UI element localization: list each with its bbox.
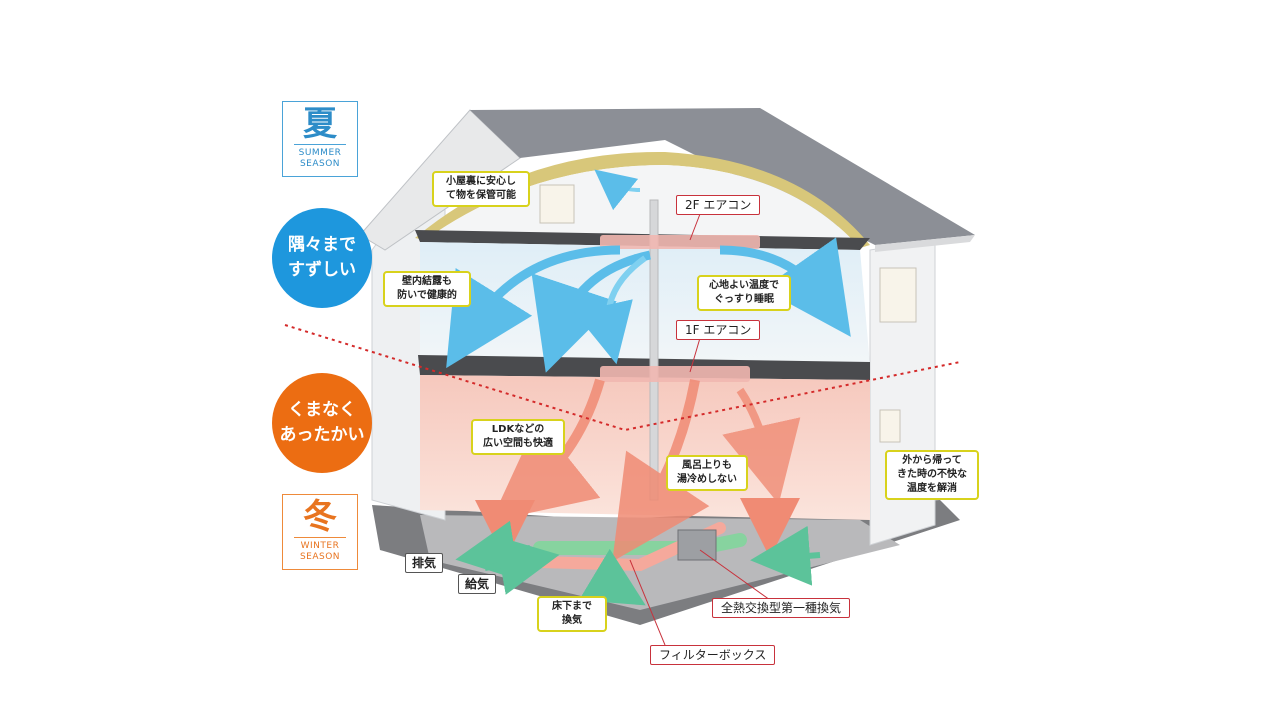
- callout-ldk-line1: LDKなどの: [491, 424, 545, 435]
- leader-filter: [629, 559, 666, 646]
- callout-bath-line2: 湯冷めしない: [677, 474, 737, 485]
- summer-badge: 隅々まで すずしい: [272, 208, 372, 308]
- ventilation-unit: [677, 529, 717, 561]
- right-window-upper: [879, 267, 917, 323]
- callout-wall-line1: 壁内結露も: [402, 276, 452, 287]
- cool-arrow-center: [531, 250, 651, 373]
- summer-kanji: 夏: [303, 104, 337, 144]
- callout-underfloor: 床下まで 換気: [537, 596, 607, 632]
- summer-badge-line1: 隅々まで: [288, 235, 356, 255]
- cool-arrow-attic: [594, 169, 641, 211]
- callout-underfloor-line1: 床下まで: [552, 601, 592, 612]
- callout-attic-line2: て物を保管可能: [446, 190, 516, 201]
- first-floor-duct: [600, 366, 750, 382]
- winter-badge: くまなく あったかい: [272, 373, 372, 473]
- summer-badge-line2: すずしい: [288, 260, 356, 280]
- label-supply: 給気: [458, 574, 497, 594]
- cool-arrow-left: [446, 245, 621, 369]
- leader-2f-ac: [689, 213, 701, 241]
- callout-bath-line1: 風呂上りも: [682, 460, 732, 471]
- summer-label-1: SUMMER: [298, 148, 342, 158]
- underfloor-base: [420, 515, 900, 610]
- warm-arrow-right: [722, 387, 801, 505]
- leader-ventilation: [699, 549, 771, 601]
- roof-top: [470, 108, 975, 245]
- attic-interior: [425, 165, 860, 248]
- callout-entry-line3: 温度を解消: [907, 483, 957, 494]
- tag-filter-box: フィルターボックス: [650, 645, 776, 665]
- winter-rule: [294, 537, 346, 538]
- season-divider-line: [284, 324, 961, 432]
- callout-wall-line2: 防いで健康的: [397, 290, 457, 301]
- callout-ldk: LDKなどの 広い空間も快適: [471, 419, 565, 455]
- callout-sleep-line2: ぐっすり睡眠: [714, 294, 774, 305]
- right-window-lower: [879, 409, 901, 443]
- tag-2f-aircon: 2F エアコン: [676, 195, 761, 215]
- label-exhaust: 排気: [405, 553, 444, 573]
- callout-entry: 外から帰って きた時の不快な 温度を解消: [885, 450, 979, 500]
- callout-attic-line1: 小屋裏に安心し: [446, 176, 516, 187]
- summer-label-2: SEASON: [299, 159, 341, 169]
- roof-edge: [875, 235, 975, 252]
- leader-1f-ac: [689, 337, 701, 373]
- callout-entry-line2: きた時の不快な: [897, 469, 967, 480]
- warm-arrow-left: [490, 378, 605, 522]
- return-arrow: [750, 525, 821, 586]
- cool-arrow-right: [719, 237, 851, 337]
- winter-season-box: 冬 WINTER SEASON: [282, 494, 358, 570]
- supply-arrow: [484, 535, 560, 595]
- winter-badge-line1: くまなく: [288, 400, 356, 420]
- tag-1f-aircon: 1F エアコン: [676, 320, 761, 340]
- winter-label-2: SEASON: [299, 552, 341, 562]
- summer-rule: [294, 144, 346, 145]
- cool-arrow-inner: [574, 255, 647, 365]
- callout-entry-line1: 外から帰って: [902, 455, 962, 466]
- winter-label-1: WINTER: [300, 541, 340, 551]
- callout-ldk-line2: 広い空間も快適: [483, 438, 553, 449]
- callout-wall: 壁内結露も 防いで健康的: [383, 271, 471, 307]
- tag-ventilation: 全熱交換型第一種換気: [712, 598, 851, 618]
- winter-kanji: 冬: [303, 497, 337, 537]
- callout-bath: 風呂上りも 湯冷めしない: [666, 455, 748, 491]
- summer-season-box: 夏 SUMMER SEASON: [282, 101, 358, 177]
- callout-sleep-line1: 心地よい温度で: [709, 280, 779, 291]
- callout-sleep: 心地よい温度で ぐっすり睡眠: [697, 275, 791, 311]
- attic-window: [539, 184, 575, 224]
- underfloor-arrow: [578, 548, 646, 606]
- callout-attic: 小屋裏に安心し て物を保管可能: [432, 171, 530, 207]
- warm-arrow-center: [612, 379, 710, 562]
- callout-underfloor-line2: 換気: [562, 615, 582, 626]
- winter-badge-line2: あったかい: [279, 425, 365, 445]
